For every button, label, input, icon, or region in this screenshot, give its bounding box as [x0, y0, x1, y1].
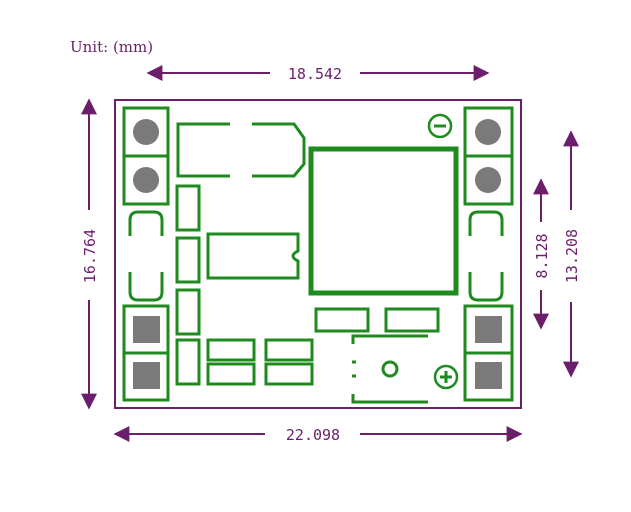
negative-polarity-icon: [427, 113, 453, 139]
terminal-left-bottom: [122, 304, 170, 402]
potentiometer-hole: [381, 360, 399, 378]
resistor-column: [175, 184, 201, 386]
board-outline: [114, 99, 522, 409]
main-ic-outline: [308, 146, 459, 296]
diode-outline: [176, 122, 306, 178]
round-pad: [475, 119, 501, 145]
square-pad: [475, 316, 502, 343]
square-pad: [133, 362, 160, 389]
round-pad: [133, 119, 159, 145]
dimension-left-height-label: 16.764: [81, 229, 99, 283]
unit-label: Unit: (mm): [70, 38, 153, 56]
right-side-capsule: [468, 210, 504, 302]
dimension-top-width: 18.542: [146, 65, 490, 83]
square-pad: [133, 316, 160, 343]
round-pad: [133, 167, 159, 193]
round-pad: [475, 167, 501, 193]
square-pad: [475, 362, 502, 389]
horizontal-resistors: [206, 307, 440, 386]
dimension-right-outer-height: 13.208: [563, 130, 581, 378]
dimension-right-inner-height: 8.128: [533, 178, 551, 330]
terminal-right-bottom: [463, 304, 514, 402]
left-side-capsule: [128, 210, 164, 302]
dimension-bottom-width-label: 22.098: [286, 426, 340, 444]
small-chip-outline: [206, 232, 300, 280]
dimension-bottom-width: 22.098: [113, 426, 523, 444]
dimension-right-outer-height-label: 13.208: [563, 229, 581, 283]
terminal-right-top: [463, 106, 514, 206]
terminal-left-top: [122, 106, 170, 206]
dimension-top-width-label: 18.542: [288, 65, 342, 83]
potentiometer-outline: [351, 334, 428, 404]
dimension-right-inner-height-label: 8.128: [533, 233, 551, 278]
positive-polarity-icon: [433, 364, 459, 390]
dimension-left-height: 16.764: [81, 98, 99, 410]
